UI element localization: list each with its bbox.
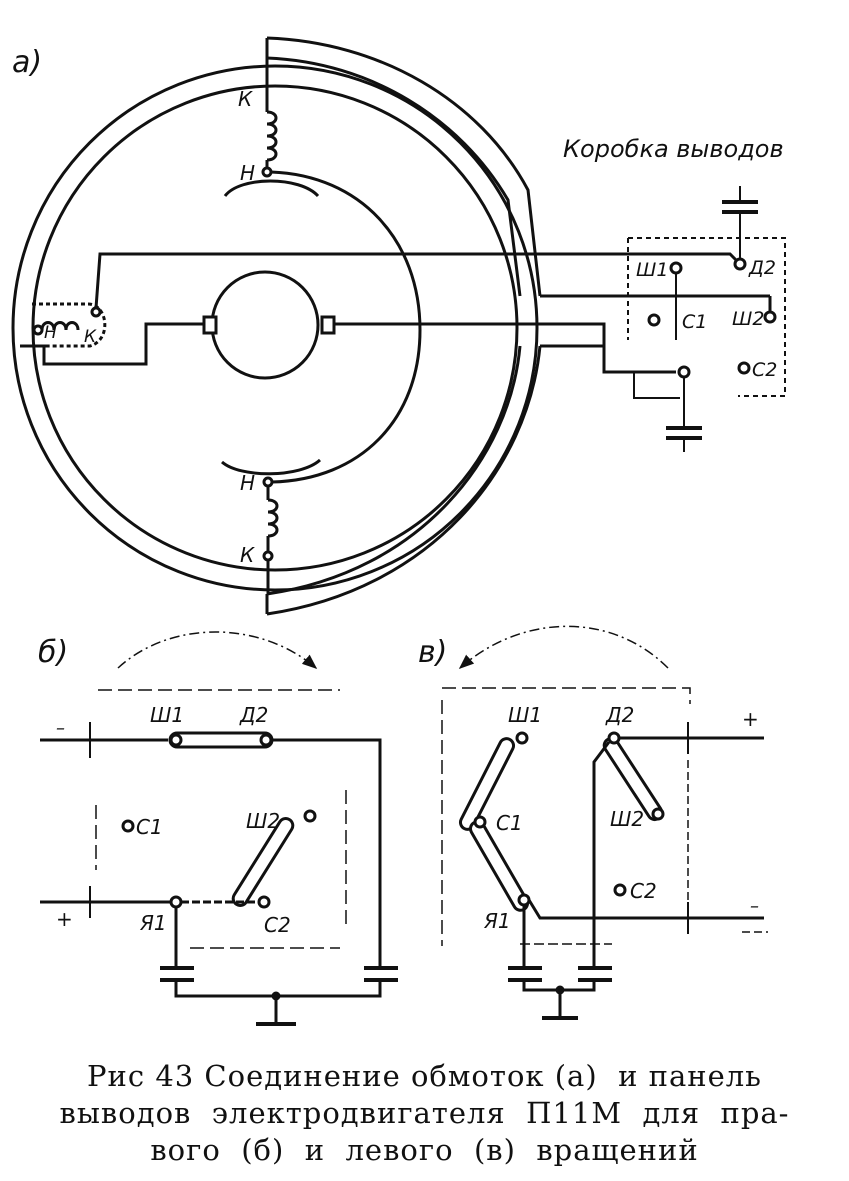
label-sh2: Ш2 [732,308,764,330]
terminal-sh2 [303,809,317,823]
series-strap-lower [266,345,542,616]
terminal-box-title: Коробка выводов [563,135,784,163]
top-pole-shoe [223,179,320,198]
panel-b: б) Ш1 Д2 С1 Ш2 Я1 С2 – [38,631,398,1026]
label-top-n: Н [240,161,255,185]
terminal-sh2 [651,807,665,821]
label-c2: С2 [752,359,777,381]
left-brush [202,315,218,335]
label-plus: + [56,907,73,931]
label-c1: С1 [496,811,523,835]
rotation-arrow-left [458,625,669,669]
shunt-field-coil [40,321,80,331]
terminal-sh1 [169,733,183,747]
panel-a: а) [11,36,786,616]
panel-b-label: б) [38,635,68,670]
label-ya1: Я1 [139,911,167,935]
label-minus: – [750,896,759,917]
bottom-pole-shoe [221,458,322,476]
terminal-c2 [613,883,627,897]
terminal-c1 [121,819,135,833]
terminal-sh2 [763,310,777,324]
label-sh1: Ш1 [636,259,668,281]
terminal-box-outline [628,237,786,397]
caption-line-2: выводов электродвигателя П11М для пра- [59,1096,790,1130]
jumper-sh1-d2 [168,731,274,749]
stator-outer-ring [11,64,539,592]
label-d2: Д2 [748,257,776,279]
label-bottom-k: К [240,543,255,567]
wire-brush-to-c1 [334,322,676,374]
terminal-c2 [257,895,271,909]
label-c1: С1 [682,311,707,333]
label-c1: С1 [136,815,163,839]
label-plus: + [742,707,759,731]
wire-shunt-to-d2 [94,252,740,309]
wire-shunt-to-brush [42,322,204,366]
top-field-coil [266,110,278,162]
panel-a-label: а) [12,45,42,80]
jumper-c2-sh2 [231,817,295,907]
armature [210,270,320,380]
caption-line-3: вого (б) и левого (в) вращений [150,1133,699,1167]
panel-c-label: в) [418,635,447,670]
top-coil-terminal [261,166,273,178]
terminal-sh1 [669,261,683,275]
series-field-jumper [270,170,422,484]
terminal-ya1 [517,893,531,907]
panel-c: в) Ш1 Д2 С1 Ш2 Я1 С2 + [418,625,768,1020]
label-sh2: Ш2 [610,807,644,831]
label-ya1: Я1 [483,909,511,933]
terminal-c1 [647,313,661,327]
terminal-sh1 [515,731,529,745]
jumper-sh1-c1 [458,737,516,831]
label-bottom-n: Н [240,471,255,495]
line-negative [527,899,764,920]
wire-d2-to-capacitor [592,741,611,966]
figure-caption: Рис 43 Соединение обмоток (а) и панель в… [0,1058,849,1169]
terminal-d2 [259,733,273,747]
label-minus: – [56,718,65,739]
shunt-coil-housing [32,302,107,348]
label-top-k: К [238,87,253,111]
caption-line-1: Рис 43 Соединение обмоток (а) и панель [87,1059,762,1093]
right-brush [320,315,336,335]
terminal-ya1 [169,895,183,909]
series-strap-lower-inner [266,345,522,596]
label-c2: С2 [630,879,657,903]
label-d2: Д2 [239,703,268,727]
series-strap-upper [266,36,542,297]
terminal-c1 [473,815,487,829]
terminal-ya [677,365,691,379]
label-left-k: К [84,327,97,347]
bottom-field-coil [267,498,279,538]
rotation-arrow-right [117,631,318,669]
series-strap-upper-inner [266,56,522,297]
label-left-n: Н [44,323,57,343]
terminal-d2 [607,731,621,745]
terminal-c2 [737,361,751,375]
label-sh1: Ш1 [150,703,184,727]
terminal-d2 [733,257,747,271]
label-sh2: Ш2 [246,809,280,833]
label-sh1: Ш1 [508,703,542,727]
label-c2: С2 [264,913,291,937]
wire-d2-to-capacitor [271,738,382,968]
label-d2: Д2 [605,703,634,727]
